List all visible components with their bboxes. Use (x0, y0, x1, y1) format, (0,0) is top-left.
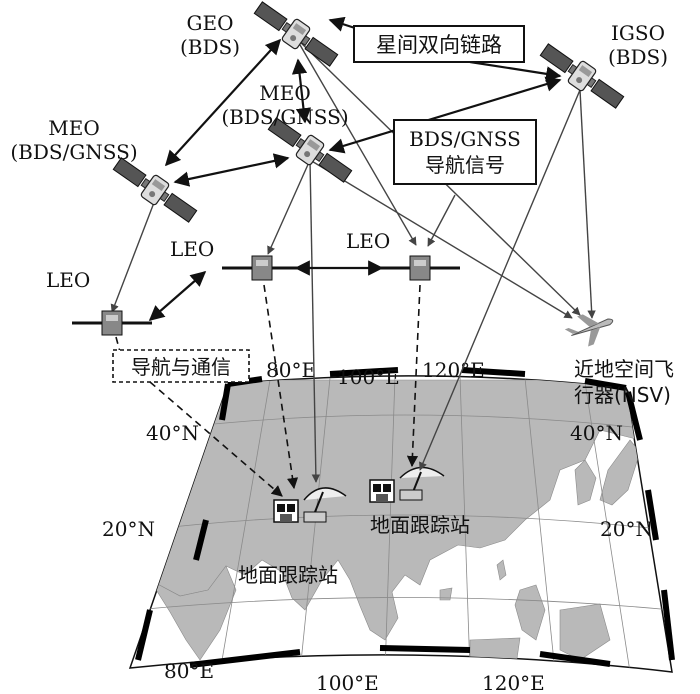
map-right-lat-40: 40°N (570, 421, 623, 445)
satellite-leo-right-icon (380, 255, 460, 281)
map-top-lon-120: 120°E (422, 358, 485, 382)
map-top-lon-80: 80°E (266, 358, 316, 382)
graticule-meridian (584, 381, 631, 672)
graticule-meridian (524, 377, 556, 672)
geo-label-name: GEO (187, 11, 234, 35)
graticule-meridian (219, 379, 271, 672)
map-left-lat-40: 40°N (146, 421, 199, 445)
graticule-meridian (459, 375, 471, 672)
satellite-leo-left-icon (72, 310, 152, 336)
ground-station-right-label: 地面跟踪站 (370, 513, 470, 537)
nav-signal-callout: BDS/GNSS 导航信号 (393, 119, 537, 185)
leo-right-label: LEO (346, 229, 390, 253)
graticule-parallel (134, 597, 672, 611)
nav-comm-callout: 导航与通信 (112, 349, 250, 383)
map-right-lat-20: 20°N (600, 517, 653, 541)
satellite-geo-icon (253, 1, 339, 67)
land-japan (574, 439, 641, 506)
graticule-meridian (299, 377, 331, 672)
leo-left-label: LEO (46, 268, 90, 292)
leo-center-label: LEO (170, 237, 214, 261)
map-bottom-lon-80: 80°E (164, 659, 214, 683)
meo-left-label-system: (BDS/GNSS) (10, 140, 137, 164)
inter-satellite-links (148, 16, 562, 322)
meo-left-label-name: MEO (48, 116, 99, 140)
nav-comm-callout-text: 导航与通信 (131, 355, 231, 379)
ground-station-right (369, 466, 445, 503)
map-top-lon-100: 100°E (337, 365, 400, 389)
meo-center-label-name: MEO (259, 81, 310, 105)
graticule-parallel (159, 414, 661, 431)
nsv-label-line2: 行器(NSV) (574, 383, 671, 407)
geo-label-system: (BDS) (180, 35, 240, 59)
satellite-meo-center-icon (267, 117, 353, 183)
satellite-meo-left-icon (112, 157, 198, 223)
satellite-leo-center-icon (222, 255, 302, 281)
map-left-lat-20: 20°N (102, 517, 155, 541)
airplane-icon (564, 314, 614, 347)
meo-center-label-system: (BDS/GNSS) (221, 105, 348, 129)
dashed-links (115, 284, 421, 497)
land-islands (439, 559, 611, 672)
isl-callout: 星间双向链路 (353, 25, 525, 63)
ground-station-left-label: 地面跟踪站 (238, 563, 338, 587)
igso-label-system: (BDS) (608, 45, 668, 69)
nav-signal-callout-line1: BDS/GNSS (409, 127, 521, 151)
satellite-igso-icon (539, 43, 625, 109)
map-bottom-lon-100: 100°E (316, 671, 379, 694)
nsv-label-line1: 近地空间飞 (574, 357, 674, 381)
ground-station-left (273, 487, 347, 523)
nav-signal-callout-line2: 导航信号 (425, 153, 505, 177)
igso-label-name: IGSO (611, 21, 665, 45)
graticule-parallel (144, 514, 669, 531)
isl-callout-text: 星间双向链路 (376, 33, 502, 57)
map-bottom-lon-120: 120°E (482, 671, 545, 694)
graticule-meridian (384, 375, 396, 672)
